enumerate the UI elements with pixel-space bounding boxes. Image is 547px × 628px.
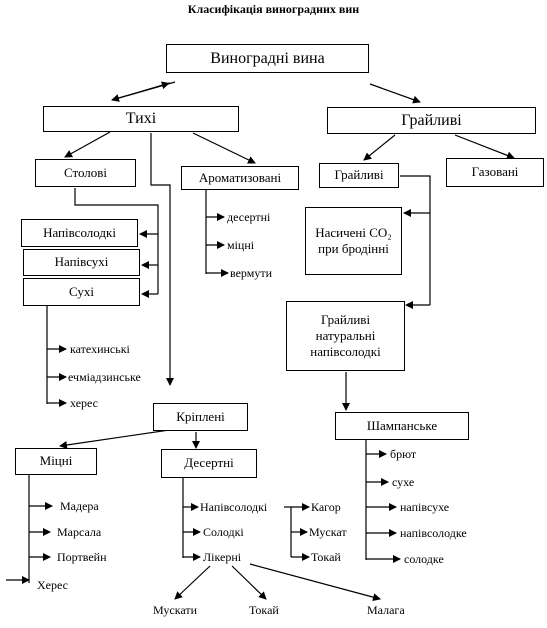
- table-label: Столові: [63, 164, 108, 180]
- carbonated-box: Газовані: [446, 158, 544, 187]
- table-box: Столові: [35, 159, 136, 187]
- dry-item: херес: [70, 396, 98, 410]
- diagram-title: Класифікація виноградних вин: [187, 2, 360, 16]
- semidry-box: Напівсухі: [23, 249, 140, 276]
- root-to-sparkling-arrow: [369, 83, 421, 104]
- liqueur-malaga-arrow: [249, 563, 381, 602]
- liqueur-example: Мускати: [153, 603, 198, 617]
- dessert-label: Десертні: [184, 455, 234, 471]
- saturated-co2-box: Насичені CO₂ при бродінні: [305, 207, 402, 275]
- champagne-box: Шампанське: [335, 412, 469, 440]
- semisweet-example: Кагор: [311, 500, 341, 514]
- sparkling-sub-label: Грайливі: [334, 167, 384, 183]
- still-to-aromatized-arrow: [192, 132, 256, 164]
- aromatized-item: вермути: [230, 266, 272, 280]
- still-left-top-arrow: [111, 81, 176, 102]
- saturated-co2-label: Насичені CO₂ при бродінні: [315, 224, 392, 256]
- semisweet-box: Напівсолодкі: [21, 219, 138, 247]
- sparkling-sub-bracket: [400, 175, 431, 305]
- sparkling-label: Грайливі: [401, 111, 462, 129]
- liqueur-example: Малага: [367, 603, 405, 617]
- strong-label: Міцні: [39, 453, 73, 469]
- champagne-label: Шампанське: [366, 417, 438, 433]
- strong-box: Міцні: [15, 448, 97, 475]
- sparkling-natural-label: Грайливі натуральні напівсолодкі: [310, 311, 381, 360]
- liqueur-tokaj-arrow: [231, 565, 267, 600]
- root-label: Виноградні вина: [210, 49, 325, 67]
- dessert-item: Напівсолодкі: [200, 500, 268, 514]
- semidry-label: Напівсухі: [54, 254, 109, 270]
- dry-item: ечміадзинське: [68, 370, 141, 384]
- liqueur-muscats-arrow: [174, 565, 211, 600]
- champagne-item: сухе: [392, 475, 415, 489]
- sparkling-to-carbonated-arrow: [454, 134, 515, 160]
- dessert-item: Лікерні: [203, 550, 242, 564]
- dry-box: Сухі: [23, 278, 140, 306]
- fortified-label: Кріплені: [176, 408, 225, 424]
- champagne-item: брют: [390, 447, 417, 461]
- aromatized-item: міцні: [227, 238, 255, 252]
- strong-item: Мадера: [60, 499, 99, 513]
- dessert-box: Десертні: [161, 449, 257, 478]
- semisweet-label: Напівсолодкі: [43, 224, 116, 240]
- still-label: Тихі: [125, 110, 157, 127]
- fortified-box: Кріплені: [153, 403, 248, 431]
- still-box: Тихі: [43, 106, 239, 132]
- still-to-table-arrow: [64, 131, 111, 158]
- still-to-fortified-line: [150, 133, 174, 386]
- champagne-item: солодке: [404, 552, 444, 566]
- dry-item: катехинські: [70, 342, 130, 356]
- table-bracket-line: [74, 188, 159, 294]
- carbonated-label: Газовані: [471, 164, 519, 180]
- liqueur-example: Токай: [249, 603, 279, 617]
- sparkling-natural-box: Грайливі натуральні напівсолодкі: [286, 301, 405, 371]
- champagne-item: напівсухе: [400, 500, 450, 514]
- strong-item: Портвейн: [57, 550, 107, 564]
- root-box: Виноградні вина: [166, 44, 369, 73]
- champagne-item: напівсолодке: [400, 526, 467, 540]
- semisweet-example: Мускат: [309, 525, 347, 539]
- dry-label: Сухі: [69, 283, 94, 299]
- aromatized-item: десертні: [227, 210, 271, 224]
- dessert-item: Солодкі: [203, 525, 244, 539]
- sparkling-to-sub-arrow: [363, 134, 396, 161]
- sparkling-box: Грайливі: [327, 107, 536, 134]
- strong-item: Марсала: [57, 525, 102, 539]
- aromatized-label: Ароматизовані: [198, 169, 282, 185]
- semisweet-example: Токай: [311, 550, 341, 564]
- aromatized-box: Ароматизовані: [181, 166, 299, 190]
- fortified-to-strong-arrow: [59, 427, 184, 449]
- strong-item: Херес: [37, 578, 68, 592]
- sparkling-sub-box: Грайливі: [319, 163, 399, 188]
